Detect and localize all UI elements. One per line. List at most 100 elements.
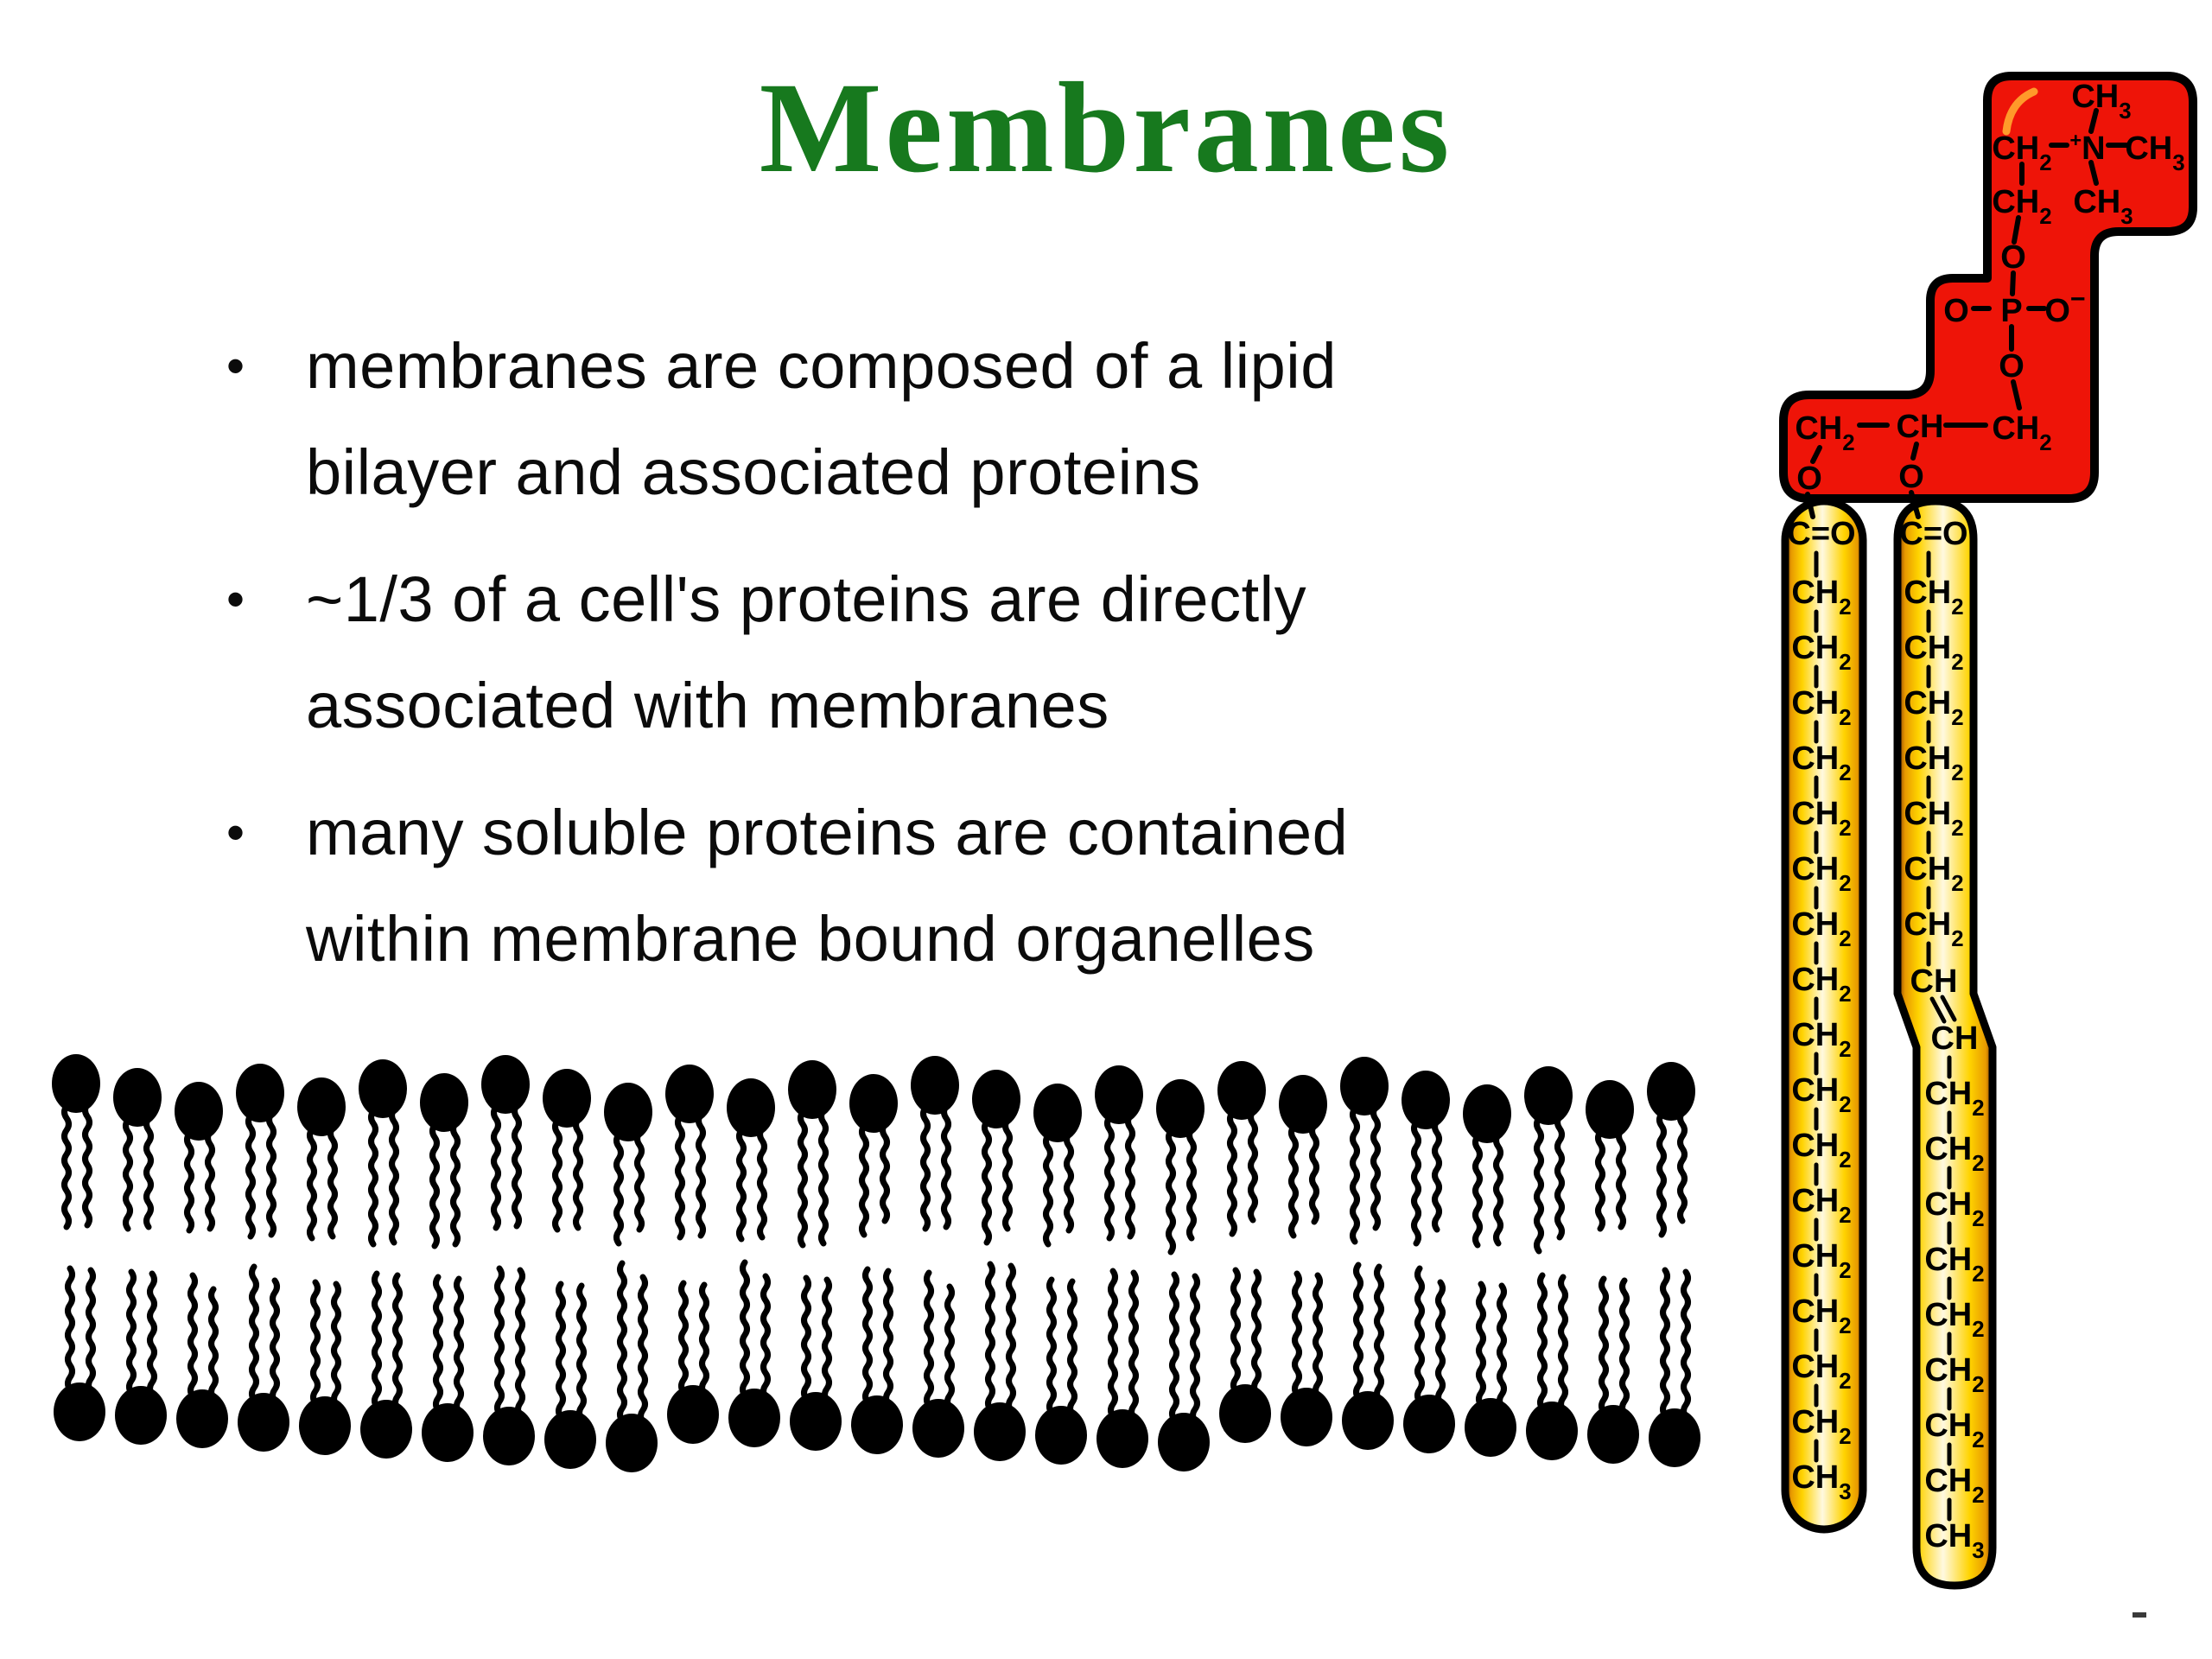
lipid-tail xyxy=(1288,1123,1299,1239)
lipid-tail xyxy=(208,1286,219,1402)
lipid-tail xyxy=(86,1267,96,1395)
lipid-tail xyxy=(556,1281,566,1421)
bond-line xyxy=(2010,270,2016,296)
lipid-tail xyxy=(270,1277,280,1405)
left-chain-label: CH2 xyxy=(1791,1017,1851,1062)
lipid-tail xyxy=(1104,1114,1115,1242)
lipid-tail xyxy=(736,1127,747,1243)
lipid-head xyxy=(1403,1395,1455,1453)
lipid-tail xyxy=(1411,1119,1421,1247)
bullet-line: many soluble proteins are contained xyxy=(306,797,1349,868)
lipid-tail xyxy=(1186,1126,1197,1242)
lipid-head xyxy=(360,1400,412,1459)
lipid-tail xyxy=(1493,1131,1503,1247)
lipid-head xyxy=(113,1068,162,1127)
left-chain-label: CH2 xyxy=(1791,741,1851,785)
lipid-tail xyxy=(1599,1275,1609,1415)
lipid-tail xyxy=(245,1112,256,1240)
phospholipid-head-shape xyxy=(1779,72,2197,503)
lipid-tail xyxy=(862,1266,873,1406)
lipid-tail xyxy=(634,1129,645,1233)
bond-line xyxy=(1910,442,1919,461)
head-highlight xyxy=(2002,87,2038,136)
bullet-item: • ~1/3 of a cell's proteins are directly… xyxy=(218,546,1479,759)
lipid-tail xyxy=(1002,1116,1013,1232)
left-chain-label: CH2 xyxy=(1791,1349,1851,1394)
lipid-tail xyxy=(491,1103,501,1231)
lipid-tail xyxy=(1169,1271,1179,1423)
lipid-head xyxy=(849,1074,898,1133)
lipid-head xyxy=(911,1056,959,1115)
right-chain-label: CH2 xyxy=(1924,1242,1984,1287)
lipid-tail xyxy=(331,1281,341,1408)
lipid-head xyxy=(790,1392,842,1451)
lipid-tail xyxy=(82,1101,92,1229)
corner-dash xyxy=(2133,1612,2146,1618)
lipid-tail xyxy=(429,1122,440,1249)
lipid-tail xyxy=(552,1117,563,1233)
lipid-tail xyxy=(760,1273,771,1401)
lipid-tail xyxy=(1353,1262,1363,1402)
lipid-tail xyxy=(1656,1110,1667,1238)
left-chain-label: CH2 xyxy=(1791,962,1851,1007)
bullet-list: • membranes are composed of a lipid bila… xyxy=(218,313,1479,1013)
lipid-tail xyxy=(1248,1108,1258,1224)
lipid-tail xyxy=(982,1118,992,1246)
left-chain-label: CH2 xyxy=(1791,1128,1851,1173)
lipid-head xyxy=(1647,1062,1695,1121)
lipid-tail xyxy=(1660,1267,1670,1419)
right-chain-label: CH2 xyxy=(1904,851,1963,896)
lipid-head xyxy=(54,1382,105,1441)
bullet-line: associated with membranes xyxy=(306,670,1109,741)
lipid-head xyxy=(297,1077,346,1136)
lipid-tail xyxy=(757,1125,767,1241)
right-chain-label: CH2 xyxy=(1904,906,1963,951)
lipid-tail xyxy=(883,1268,893,1408)
head-group-label: O− xyxy=(2044,284,2085,329)
lipid-tail xyxy=(822,1276,832,1404)
lipid-head xyxy=(1524,1066,1573,1125)
lipid-head xyxy=(1156,1079,1205,1138)
bond-line xyxy=(2088,160,2099,186)
lipid-head xyxy=(420,1073,468,1132)
double-bond-line xyxy=(1929,996,1947,1024)
lipid-tail xyxy=(1554,1113,1565,1241)
left-chain-label: CH2 xyxy=(1791,1404,1851,1449)
right-chain-label: CH2 xyxy=(1924,1297,1984,1342)
lipid-tail xyxy=(1125,1112,1135,1240)
lipid-head xyxy=(175,1082,223,1141)
head-group-label: CH2 xyxy=(1992,130,2051,175)
right-chain-label: CH2 xyxy=(1904,685,1963,730)
bullet-line: bilayer and associated proteins xyxy=(306,436,1201,508)
lipid-head xyxy=(1463,1084,1511,1143)
lipid-tail xyxy=(1313,1272,1323,1400)
lipid-tail xyxy=(307,1126,317,1242)
lipid-tail xyxy=(1537,1272,1548,1412)
lipid-tail xyxy=(1370,1103,1381,1231)
lipid-tail xyxy=(392,1272,403,1412)
right-chain-label: CH2 xyxy=(1924,1463,1984,1508)
right-chain-label: CH2 xyxy=(1904,741,1963,785)
lipid-tail xyxy=(1006,1262,1016,1414)
head-group-label: O xyxy=(1943,293,1969,329)
lipid-tail xyxy=(1166,1128,1176,1255)
lipid-tail xyxy=(678,1280,689,1395)
bullet-marker: • xyxy=(226,570,245,628)
lipid-tail xyxy=(61,1103,72,1230)
lipid-head xyxy=(1402,1071,1450,1129)
left-chain-label: CH2 xyxy=(1791,796,1851,841)
lipid-tail xyxy=(184,1130,194,1234)
bullet-text: ~1/3 of a cell's proteins are directly a… xyxy=(306,546,1306,759)
lipid-tail xyxy=(576,1282,587,1422)
lipid-head xyxy=(788,1060,836,1119)
lipid-tail xyxy=(454,1275,464,1415)
lipid-tail xyxy=(389,1106,399,1246)
lipid-head xyxy=(851,1395,903,1454)
left-chain-label: CH2 xyxy=(1791,851,1851,896)
lipid-tail xyxy=(1534,1115,1544,1255)
lipid-head xyxy=(115,1386,167,1445)
lipid-tail xyxy=(638,1274,648,1426)
lipid-tail xyxy=(494,1265,505,1417)
right-chain-label: CH2 xyxy=(1924,1076,1984,1121)
lipid-head xyxy=(176,1389,228,1448)
